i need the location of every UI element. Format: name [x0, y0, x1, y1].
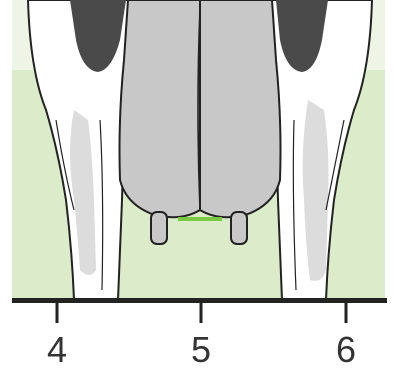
tick-label-5: 5: [181, 330, 221, 370]
right-teat: [231, 212, 247, 244]
tick-label-6: 6: [326, 330, 366, 370]
scale-baseline: [12, 298, 387, 303]
left-teat: [151, 212, 167, 244]
tick-label-4: 4: [37, 330, 77, 370]
udder: [120, 0, 281, 217]
